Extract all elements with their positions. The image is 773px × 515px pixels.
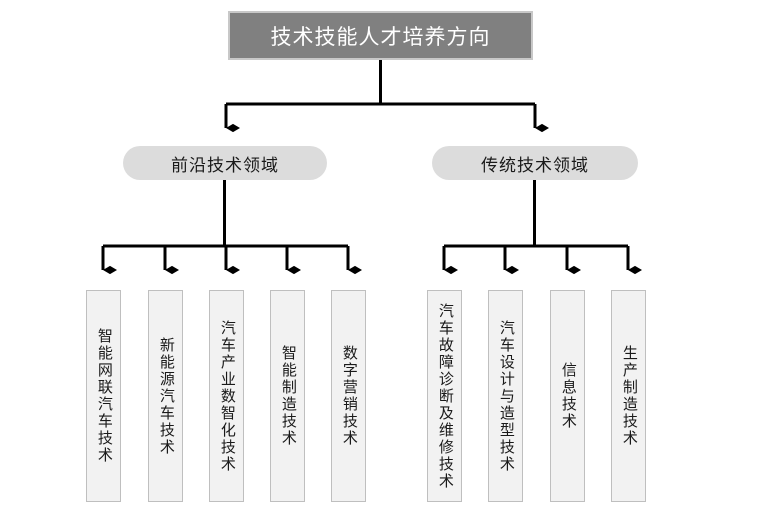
leaf-node-right-1[interactable]: 汽车故障诊断及维修技术 [427,290,462,502]
category-node-traditional-label: 传统技术领域 [481,155,589,175]
leaf-node-right-4[interactable]: 生产制造技术 [611,290,646,502]
leaf-node-right-4-label: 生产制造技术 [620,345,638,447]
root-node-label: 技术技能人才培养方向 [270,25,491,49]
leaf-node-right-2-label: 汽车设计与造型技术 [497,319,515,473]
category-node-frontier-label: 前沿技术领域 [171,155,279,175]
leaf-node-right-2[interactable]: 汽车设计与造型技术 [488,290,523,502]
leaf-node-left-4-label: 智能制造技术 [279,345,297,447]
leaf-node-right-3[interactable]: 信息技术 [550,290,585,502]
root-node[interactable]: 技术技能人才培养方向 [228,11,533,60]
category-node-traditional[interactable]: 传统技术领域 [432,146,638,180]
leaf-node-right-3-label: 信息技术 [559,362,577,430]
leaf-node-left-3-label: 汽车产业数智化技术 [218,319,236,473]
leaf-node-left-2-label: 新能源汽车技术 [157,336,175,456]
leaf-node-left-5[interactable]: 数字营销技术 [331,290,366,502]
category-node-frontier[interactable]: 前沿技术领域 [123,146,327,180]
leaf-node-left-1-label: 智能网联汽车技术 [95,328,113,464]
leaf-node-left-5-label: 数字营销技术 [340,345,358,447]
leaf-node-right-1-label: 汽车故障诊断及维修技术 [436,302,454,490]
leaf-node-left-2[interactable]: 新能源汽车技术 [148,290,183,502]
leaf-node-left-1[interactable]: 智能网联汽车技术 [86,290,121,502]
leaf-node-left-4[interactable]: 智能制造技术 [270,290,305,502]
leaf-node-left-3[interactable]: 汽车产业数智化技术 [209,290,244,502]
